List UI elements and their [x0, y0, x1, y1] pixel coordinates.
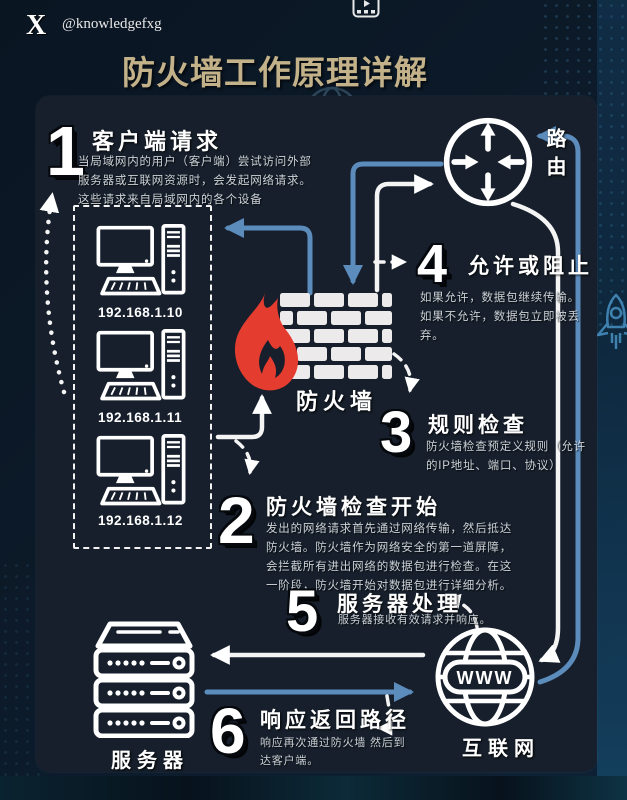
x-logo: X — [26, 10, 47, 41]
bottom-glow-bar — [0, 776, 627, 800]
firewall-icon — [234, 290, 392, 391]
firewall-label: 防火墙 — [296, 389, 378, 414]
desktop-computer-icon — [96, 329, 186, 401]
client-ip-label: 192.168.1.12 — [98, 513, 183, 528]
step1-number: 1 — [46, 112, 85, 190]
step1-body: 当局域网内的用户（客户端）尝试访问外部服务器或互联网资源时，会发起网络请求。这些… — [78, 156, 312, 206]
step4-body: 如果允许，数据包继续传输。 如果不允许，数据包立即被丢弃。 — [420, 292, 580, 342]
router-icon — [443, 117, 533, 207]
step2-title: 防火墙检查开始 — [266, 496, 441, 519]
server-rack-icon — [93, 621, 195, 738]
client-ip-label: 192.168.1.11 — [98, 410, 183, 425]
step3-body: 防火墙检查预定义规则（允许的IP地址、端口、协议） — [426, 441, 586, 472]
desktop-computer-icon — [96, 434, 186, 506]
step1-title: 客户端请求 — [92, 129, 223, 154]
flame-icon — [234, 290, 299, 391]
step6-title: 响应返回路径 — [260, 709, 410, 732]
social-handle: @knowledgefxg — [62, 16, 162, 32]
page-title: 防火墙工作原理详解 — [122, 54, 428, 91]
step4-title: 允许或阻止 — [468, 255, 593, 278]
internet-globe-icon: WWW — [435, 627, 535, 727]
www-text: WWW — [457, 668, 514, 688]
desktop-computer-icon — [96, 224, 186, 296]
dot-grid-decor — [0, 560, 40, 800]
client-ip-label: 192.168.1.10 — [98, 305, 183, 320]
step5-number: 5 — [286, 579, 319, 644]
router-label: 路由 — [543, 128, 565, 184]
step3-number: 3 — [380, 400, 413, 465]
step5-body: 服务器接收有效请求并响应。 — [338, 614, 492, 626]
step6-body: 响应再次通过防火墙 然后到达客户端。 — [260, 737, 406, 768]
circuit-strip-decor — [597, 0, 627, 800]
step3-title: 规则检查 — [428, 414, 528, 437]
step5-title: 服务器处理 — [337, 593, 462, 616]
server-label: 服务器 — [111, 750, 189, 772]
internet-label: 互联网 — [462, 738, 540, 760]
step2-body: 发出的网络请求首先通过网络传输，然后抵达防火墙。防火墙作为网络安全的第一道屏障，… — [266, 523, 512, 592]
step4-number: 4 — [417, 234, 448, 294]
step6-number: 6 — [210, 695, 246, 767]
step2-number: 2 — [218, 483, 255, 557]
client-lan-box — [73, 205, 212, 549]
media-player-icon — [352, 0, 380, 18]
